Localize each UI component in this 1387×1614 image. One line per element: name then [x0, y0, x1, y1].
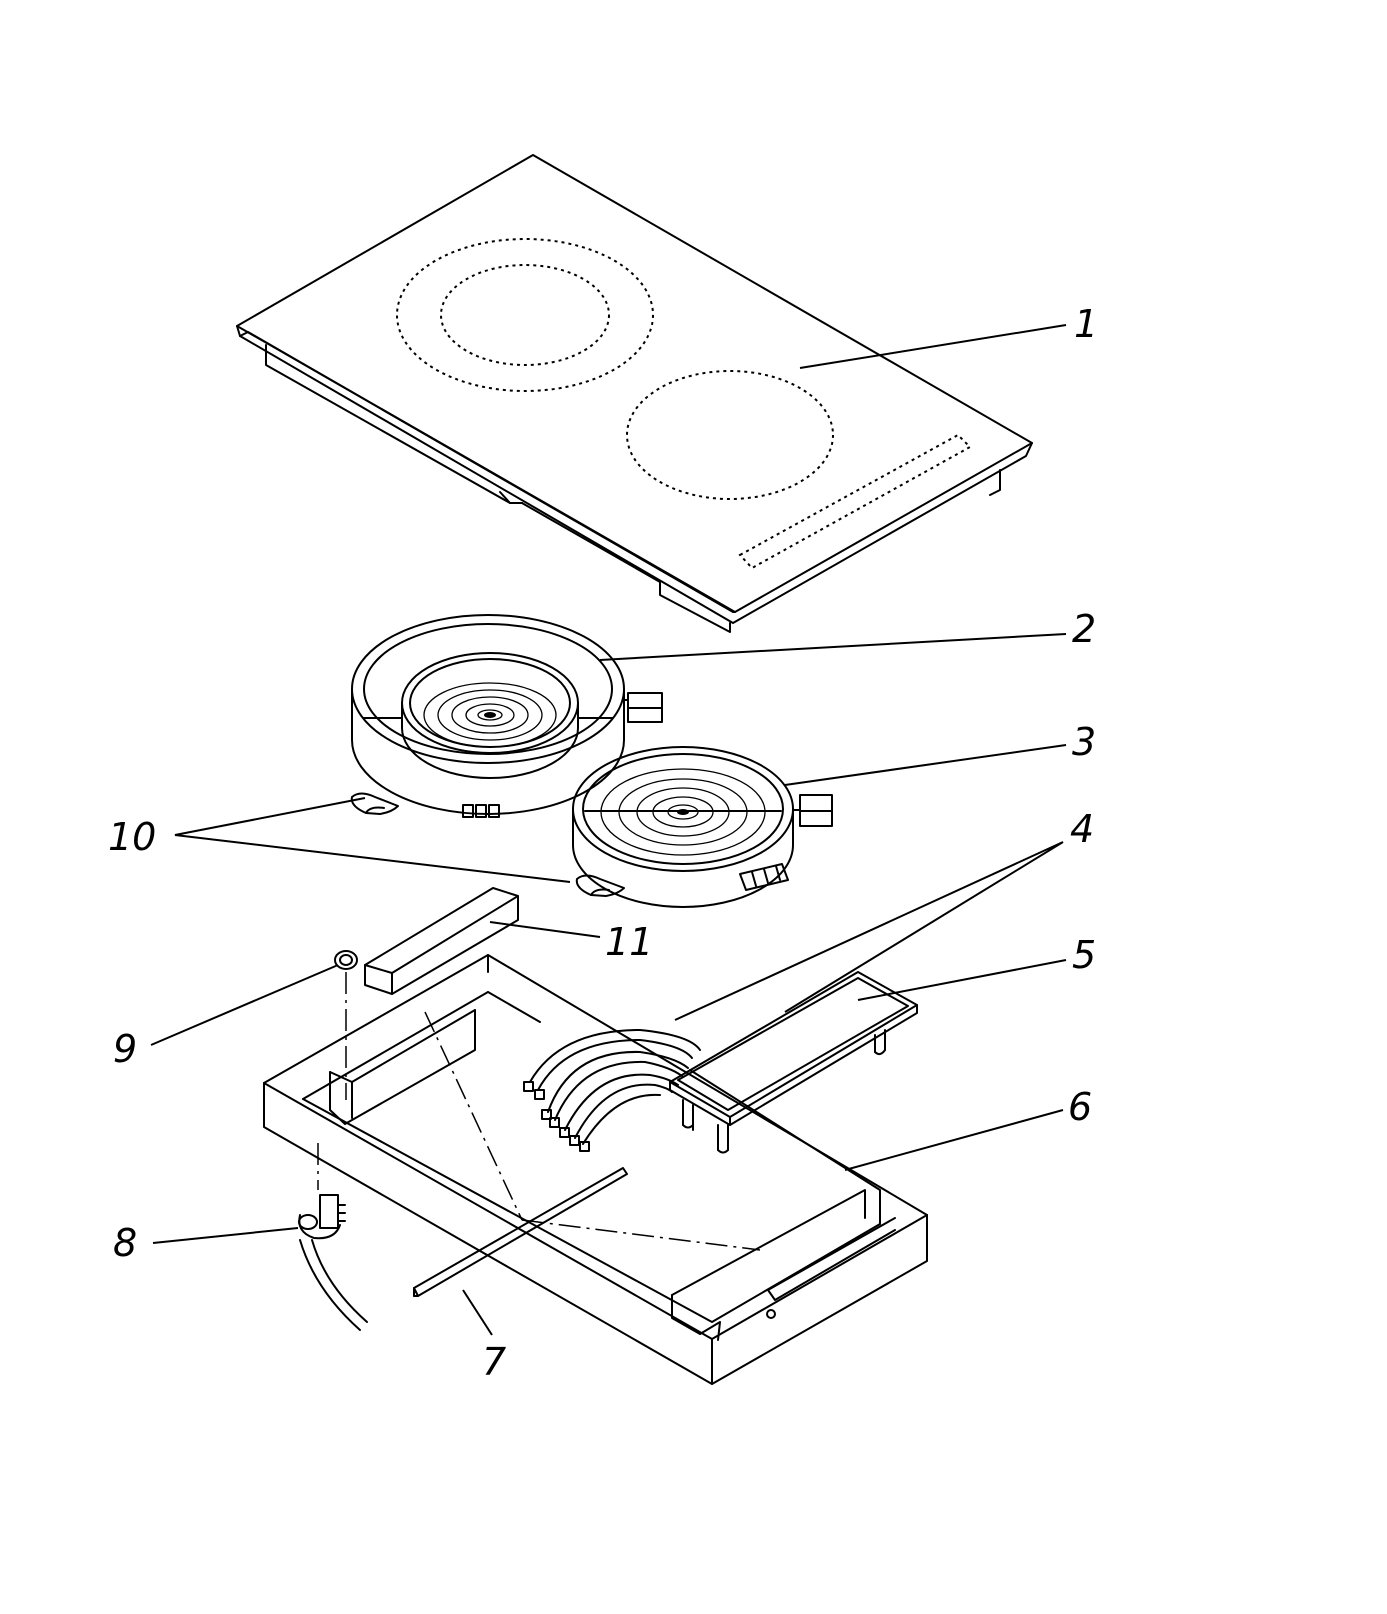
connector-pins: [462, 804, 500, 818]
callout-7: 7: [482, 1340, 506, 1384]
callout-5: 5: [1072, 933, 1096, 977]
leader-lines: [150, 324, 1067, 1336]
power-cable: [298, 1194, 368, 1331]
insulation-bar: [364, 887, 519, 995]
callout-9: 9: [113, 1027, 137, 1071]
cooktop-glass-plate: [236, 154, 1033, 633]
board-standoffs: [682, 1029, 886, 1154]
terminal-block: [623, 692, 663, 723]
callout-11: 11: [605, 920, 653, 964]
wiring-harness: [523, 1029, 701, 1152]
callout-6: 6: [1068, 1085, 1092, 1129]
callout-4: 4: [1070, 807, 1094, 851]
callout-2: 2: [1072, 607, 1096, 651]
cooktop-zone-markings: [396, 238, 972, 570]
grommet: [334, 950, 358, 970]
light-strip: [413, 1167, 628, 1297]
housing-tray: [263, 954, 928, 1385]
tray-rail: [671, 1189, 896, 1341]
callout-3: 3: [1072, 720, 1096, 764]
control-board: [669, 971, 918, 1154]
callout-10: 10: [108, 815, 156, 859]
tray-bracket: [329, 1009, 476, 1125]
callout-8: 8: [113, 1221, 137, 1265]
callout-labels: 1 2 3 4 5 6 7 8 9 10 11: [108, 302, 1098, 1384]
small-radiant-heater: [572, 746, 833, 908]
connector-pins: [739, 863, 789, 891]
terminal-block: [792, 794, 833, 827]
mounting-clips: [350, 792, 625, 897]
callout-1: 1: [1074, 302, 1098, 346]
assembly-axis-lines: [317, 972, 761, 1251]
